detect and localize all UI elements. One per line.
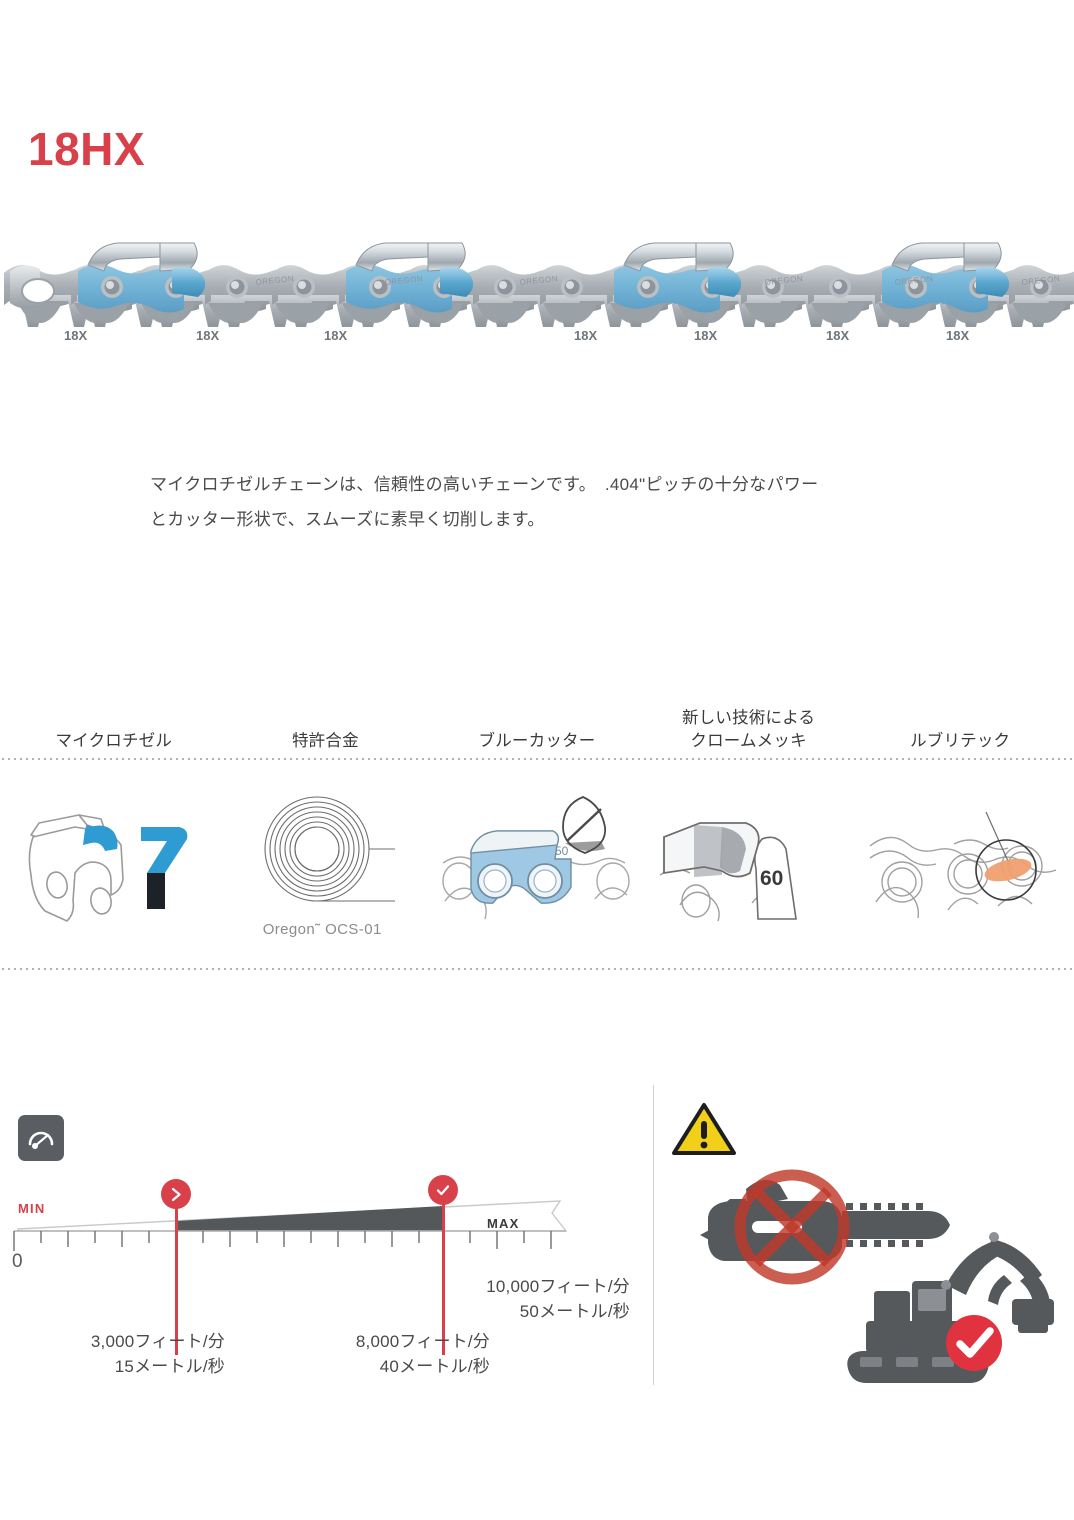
feature-label-text: マイクロチゼル [55, 731, 173, 750]
feature-label-text: ルブリテック [910, 731, 1011, 750]
speed-value-high: 8,000フィート/分 40メートル/秒 [305, 1330, 490, 1379]
micro-chisel-cutter-icon [28, 814, 188, 922]
harvester-approved-icon [847, 1232, 1054, 1383]
speed-value-low: 3,000フィート/分 15メートル/秒 [40, 1330, 225, 1379]
feature-label-lubritec: ルブリテック [854, 730, 1066, 752]
chain-brand-stamp: OREGON [519, 274, 558, 287]
chain-link-stamp: 18X [324, 328, 347, 343]
speed-meters: 50メートル/秒 [519, 1301, 630, 1321]
product-description: マイクロチゼルチェーンは、信頼性の高いチェーンです。 .404"ピッチの十分なパ… [150, 468, 940, 538]
divider-top [0, 758, 1074, 760]
marker-low-stem [175, 1200, 178, 1355]
chain-brand-stamp: OREGON [255, 274, 294, 287]
feature-icon-row: Oregon˜ OCS-01 50 [0, 760, 1074, 968]
usage-section: MIN MAX 0 10,000フィート/分 50メートル/秒 3,000フィー… [0, 1085, 1074, 1425]
chain-brand-stamp: OREGON [764, 274, 803, 287]
feature-label-text: 特許合金 [291, 731, 359, 750]
divider-bottom [0, 968, 1074, 970]
chain-brand-stamp: OREGON [1021, 274, 1060, 287]
chain-brand-stamp: OREGON [894, 274, 933, 287]
description-line-2: とカッター形状で、スムーズに素早く切削します。 [150, 509, 545, 529]
steel-coil-icon [264, 795, 396, 902]
usage-illustration [660, 1085, 1074, 1405]
description-line-1: マイクロチゼルチェーンは、信頼性の高いチェーンです。 .404"ピッチの十分なパ… [150, 475, 819, 494]
feature-label-row: マイクロチゼル 特許合金 ブルーカッター 新しい技術による クロームメッキ ルブ… [0, 700, 1074, 758]
feature-section: マイクロチゼル 特許合金 ブルーカッター 新しい技術による クロームメッキ ルブ… [0, 700, 1074, 970]
section-divider [653, 1085, 654, 1385]
chain-link-stamp: 18X [946, 328, 969, 343]
chain-speed-scale: MIN MAX 0 [0, 1173, 640, 1283]
saw-chain-illustration: 18X 18X 18X 18X 18X 18X 18X OREGON OREGO… [0, 225, 1074, 375]
feature-label-patented-alloy: 特許合金 [220, 730, 432, 752]
marker-high [428, 1175, 458, 1205]
chain-link-stamp: 18X [694, 328, 717, 343]
speed-meters: 15メートル/秒 [114, 1356, 225, 1376]
speedometer-icon [18, 1115, 64, 1161]
chain-link-stamp: 18X [826, 328, 849, 343]
chain-link-stamp: 18X [64, 328, 87, 343]
chrome-plating-icon: 60 [659, 822, 797, 922]
speed-value-max: 10,000フィート/分 50メートル/秒 [455, 1275, 630, 1324]
feature-label-text: 新しい技術による [682, 709, 816, 728]
feature-icon-micro-chisel [0, 760, 215, 968]
cutter-gauge-badge: 50 [555, 844, 569, 858]
warning-triangle-icon [672, 1103, 736, 1155]
feature-label-text-2: クロームメッキ [690, 731, 807, 750]
page-title: 18HX [28, 123, 146, 175]
chain-link-stamp: 18X [574, 328, 597, 343]
prohibition-sign-icon [734, 1169, 850, 1285]
feature-label-text: ブルーカッター [478, 731, 596, 750]
chrome-gauge-badge: 60 [760, 867, 783, 890]
chain-link-stamp: 18X [196, 328, 219, 343]
feature-icon-blue-cutter: 50 [430, 760, 645, 968]
feature-label-blue-cutter: ブルーカッター [431, 730, 643, 752]
approved-check-badge [946, 1315, 1002, 1371]
speed-feet: 10,000フィート/分 [486, 1277, 630, 1296]
speed-feet: 8,000フィート/分 [355, 1332, 490, 1351]
alloy-caption: Oregon˜ OCS-01 [262, 920, 382, 938]
feature-label-chrome-plating: 新しい技術による クロームメッキ [643, 707, 855, 752]
feature-icon-patented-alloy: Oregon˜ OCS-01 [215, 760, 430, 968]
feature-label-micro-chisel: マイクロチゼル [8, 730, 220, 752]
speed-scale-graphic [13, 1200, 568, 1251]
scale-max-label: MAX [487, 1216, 520, 1231]
speed-feet: 3,000フィート/分 [90, 1332, 225, 1351]
lubritec-oiling-icon [869, 811, 1056, 919]
speed-meters: 40メートル/秒 [379, 1356, 490, 1376]
chevron-right-icon [171, 1187, 181, 1201]
feature-icon-chrome-plating: 60 [644, 760, 859, 968]
blue-cutter-icon: 50 [442, 796, 630, 920]
marker-low [161, 1179, 191, 1209]
marker-high-stem [442, 1195, 445, 1355]
feature-icon-lubritec [859, 760, 1074, 968]
chain-brand-stamp: OREGON [384, 274, 423, 287]
check-icon [436, 1185, 450, 1196]
scale-zero-label: 0 [12, 1251, 23, 1272]
scale-min-label: MIN [18, 1201, 46, 1216]
